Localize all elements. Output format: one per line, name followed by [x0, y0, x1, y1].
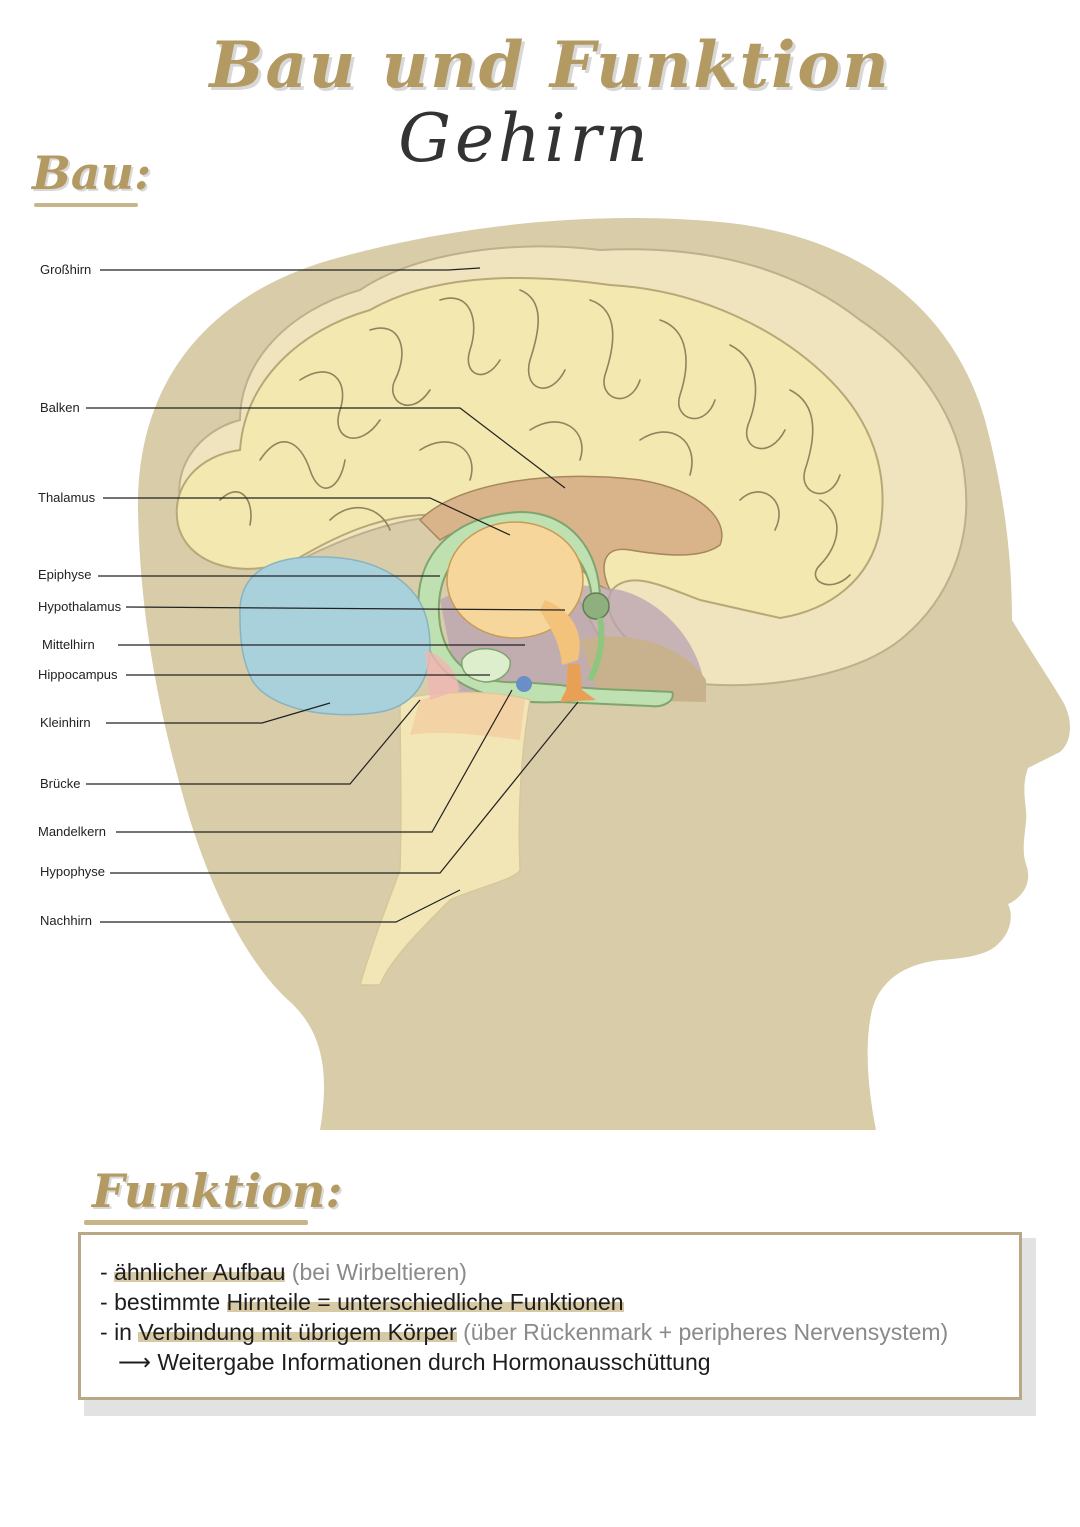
- hippocampus: [461, 648, 511, 683]
- plain-text: in: [114, 1319, 139, 1345]
- plain-text: bestimmte: [114, 1289, 227, 1315]
- label-thalamus: Thalamus: [38, 490, 96, 505]
- function-line-2: - bestimmte Hirnteile = unterschiedliche…: [100, 1288, 624, 1316]
- label-balken: Balken: [40, 400, 80, 415]
- label-mittelhirn: Mittelhirn: [42, 637, 95, 652]
- brain-diagram: [86, 218, 1071, 1130]
- note-text: (bei Wirbeltieren): [285, 1259, 467, 1285]
- amygdala: [516, 676, 532, 692]
- section-heading-funktion: Funktion:: [92, 1164, 343, 1218]
- lower-region: [580, 636, 706, 702]
- highlight-text: Hirnteile = unterschiedliche Funktionen: [226, 1289, 624, 1315]
- section-bau-underline: [34, 203, 138, 207]
- section-funktion-underline: [84, 1220, 308, 1225]
- bullet-dash: -: [100, 1259, 115, 1285]
- label-bruecke: Brücke: [40, 776, 81, 791]
- label-epiphyse: Epiphyse: [38, 567, 92, 582]
- highlight-text: Verbindung mit übrigem Körper: [138, 1319, 457, 1345]
- function-line-4: ⟶ Weitergabe Informationen durch Hormona…: [118, 1348, 711, 1376]
- label-grosshirn: Großhirn: [40, 262, 92, 277]
- label-hypothalamus: Hypothalamus: [38, 599, 122, 614]
- cerebellum: [239, 556, 431, 716]
- leader-lines: [86, 267, 579, 923]
- bullet-dash: -: [100, 1319, 115, 1345]
- epiphyse: [582, 592, 610, 620]
- hypophyse: [560, 664, 596, 702]
- highlight-text: ähnlicher Aufbau: [114, 1259, 286, 1285]
- label-mandelkern: Mandelkern: [38, 824, 106, 839]
- hypothalamus: [540, 600, 580, 665]
- cerebrum-gyri: [219, 289, 851, 586]
- limbic-ring: [417, 510, 674, 708]
- label-nachhirn: Nachhirn: [40, 913, 93, 928]
- function-line-1: - ähnlicher Aufbau (bei Wirbeltieren): [100, 1258, 467, 1286]
- pons: [410, 692, 525, 740]
- brainstem: [359, 691, 531, 986]
- section-heading-bau: Bau:: [32, 146, 152, 200]
- page-subtitle: Gehirn: [398, 100, 652, 177]
- bullet-dash: -: [100, 1289, 115, 1315]
- label-kleinhirn: Kleinhirn: [40, 715, 91, 730]
- note-text: (über Rückenmark + peripheres Nervensyst…: [456, 1319, 949, 1345]
- function-line-3: - in Verbindung mit übrigem Körper (über…: [100, 1318, 948, 1346]
- page-title: Bau und Funktion: [209, 28, 891, 103]
- arrow-right-icon: ⟶: [118, 1349, 151, 1375]
- fornix: [587, 617, 605, 682]
- label-hippocampus: Hippocampus: [38, 667, 118, 682]
- plain-text: Weitergabe Informationen durch Hormonaus…: [150, 1349, 711, 1375]
- label-hypophyse: Hypophyse: [40, 864, 106, 879]
